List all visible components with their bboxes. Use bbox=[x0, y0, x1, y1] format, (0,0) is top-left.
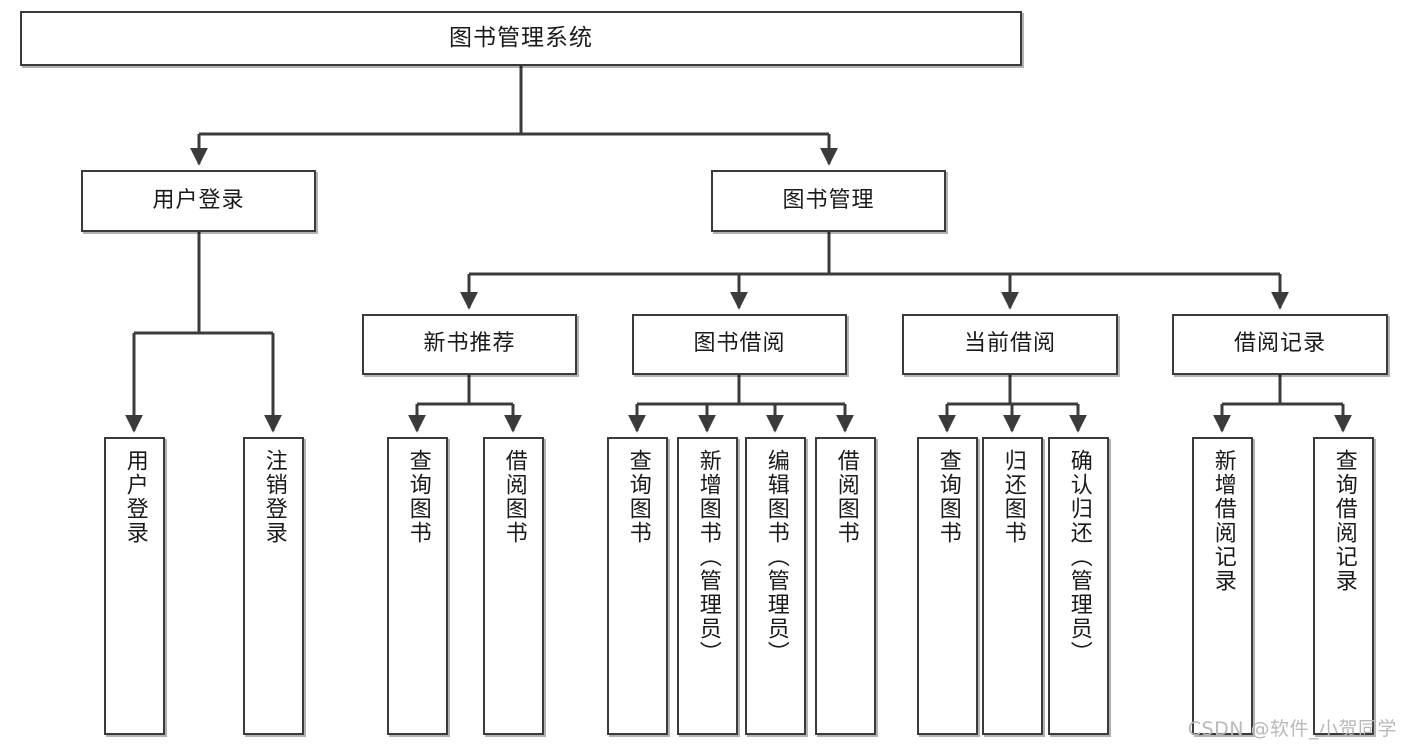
node-label: 用户登录 bbox=[152, 187, 245, 213]
node-label: 归还图书 bbox=[1000, 449, 1026, 545]
leaf-book-borrow-query[interactable]: 查询图书 bbox=[607, 437, 668, 735]
node-label: 新增借阅记录 bbox=[1210, 449, 1236, 593]
node-label: 借阅记录 bbox=[1233, 331, 1326, 357]
watermark: CSDN @软件_小贺同学 bbox=[1187, 718, 1397, 740]
node-root-book-management-system[interactable]: 图书管理系统 bbox=[20, 11, 1022, 66]
node-book-management[interactable]: 图书管理 bbox=[711, 170, 946, 232]
leaf-return-book[interactable]: 归还图书 bbox=[982, 437, 1043, 735]
leaf-user-login[interactable]: 用户登录 bbox=[104, 437, 165, 735]
node-current-borrowing[interactable]: 当前借阅 bbox=[902, 314, 1118, 375]
leaf-new-book-borrow[interactable]: 借阅图书 bbox=[483, 437, 544, 735]
node-book-borrowing[interactable]: 图书借阅 bbox=[632, 314, 847, 375]
node-label: 新增图书（管理员） bbox=[695, 449, 721, 665]
leaf-book-add-admin[interactable]: 新增图书（管理员） bbox=[677, 437, 738, 735]
leaf-logout[interactable]: 注销登录 bbox=[243, 437, 304, 735]
node-user-login[interactable]: 用户登录 bbox=[81, 170, 316, 232]
leaf-book-borrow-action[interactable]: 借阅图书 bbox=[815, 437, 876, 735]
node-label: 用户登录 bbox=[122, 449, 148, 545]
node-label: 当前借阅 bbox=[963, 331, 1056, 357]
node-label: 查询借阅记录 bbox=[1331, 449, 1357, 593]
leaf-add-borrow-record[interactable]: 新增借阅记录 bbox=[1192, 437, 1253, 735]
node-label: 查询图书 bbox=[935, 449, 961, 545]
node-label: 借阅图书 bbox=[501, 449, 527, 545]
node-label: 注销登录 bbox=[261, 449, 287, 545]
node-label: 编辑图书（管理员） bbox=[763, 449, 789, 665]
node-label: 确认归还（管理员） bbox=[1066, 449, 1092, 665]
node-label: 查询图书 bbox=[405, 449, 431, 545]
leaf-current-query[interactable]: 查询图书 bbox=[917, 437, 978, 735]
leaf-query-borrow-record[interactable]: 查询借阅记录 bbox=[1313, 437, 1374, 735]
node-borrowing-record[interactable]: 借阅记录 bbox=[1172, 314, 1388, 375]
node-label: 查询图书 bbox=[625, 449, 651, 545]
leaf-book-edit-admin[interactable]: 编辑图书（管理员） bbox=[745, 437, 806, 735]
node-new-book-recommendation[interactable]: 新书推荐 bbox=[362, 314, 577, 375]
leaf-confirm-return-admin[interactable]: 确认归还（管理员） bbox=[1048, 437, 1109, 735]
node-label: 新书推荐 bbox=[423, 331, 516, 357]
leaf-new-book-query[interactable]: 查询图书 bbox=[387, 437, 448, 735]
node-label: 借阅图书 bbox=[833, 449, 859, 545]
node-label: 图书管理系统 bbox=[449, 25, 593, 52]
node-label: 图书管理 bbox=[782, 187, 875, 213]
node-label: 图书借阅 bbox=[693, 331, 786, 357]
